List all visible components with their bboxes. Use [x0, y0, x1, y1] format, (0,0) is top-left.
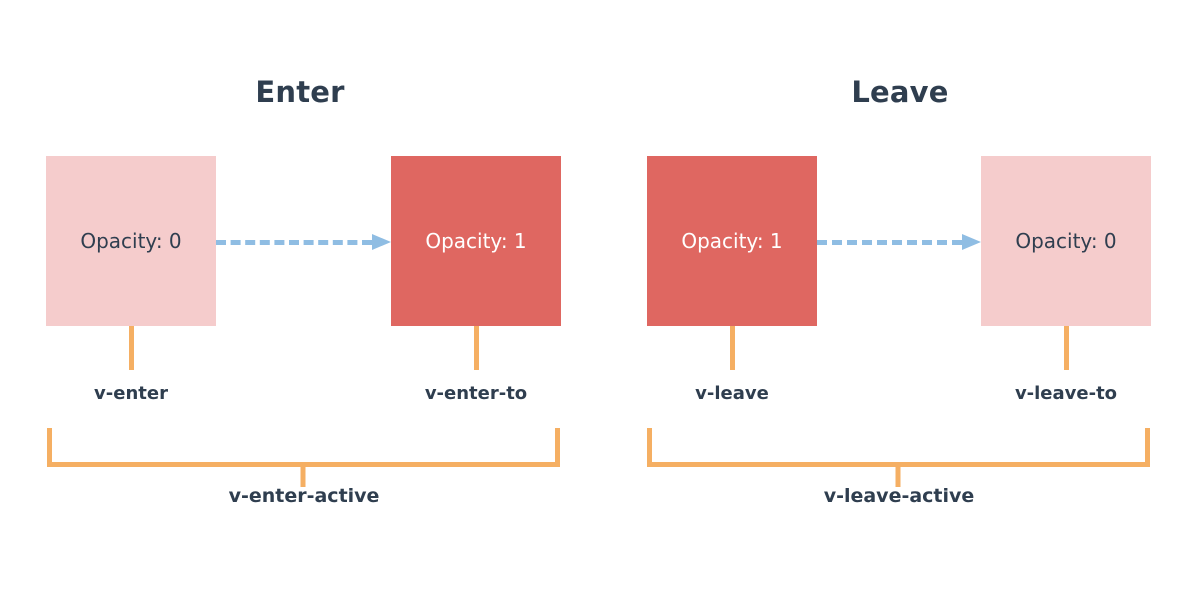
- state-box-enter-to-text: Opacity: 1: [425, 229, 527, 253]
- arrow-head-icon: [372, 234, 391, 250]
- bracket-v-enter-active: [47, 428, 560, 467]
- transition-arrow-leave: [817, 234, 981, 250]
- panel-leave: Leave Opacity: 1 Opacity: 0 v-leave v-le…: [600, 0, 1200, 600]
- transition-arrow-enter: [216, 234, 391, 250]
- bracket-right-tick: [1145, 428, 1150, 467]
- bracket-bar: [647, 462, 1150, 467]
- stem-v-leave: [730, 326, 735, 370]
- state-box-enter-to: Opacity: 1: [391, 156, 561, 326]
- bracket-left-tick: [647, 428, 652, 467]
- stem-v-leave-to: [1064, 326, 1069, 370]
- state-box-leave-from-text: Opacity: 1: [681, 229, 783, 253]
- state-box-leave-to-text: Opacity: 0: [1015, 229, 1117, 253]
- bracket-bar: [47, 462, 560, 467]
- class-label-v-enter-to: v-enter-to: [424, 383, 528, 404]
- stem-v-enter-active: [300, 467, 306, 487]
- panel-enter: Enter Opacity: 0 Opacity: 1 v-enter v-en…: [46, 75, 561, 507]
- panel-title-enter: Enter: [255, 75, 345, 109]
- state-box-leave-to: Opacity: 0: [981, 156, 1151, 326]
- arrow-dashed-line: [817, 240, 962, 245]
- bracket-v-leave-active: [647, 428, 1150, 467]
- class-label-v-leave-to: v-leave-to: [1014, 383, 1118, 404]
- state-box-enter-from: Opacity: 0: [46, 156, 216, 326]
- panel-title-leave: Leave: [851, 75, 949, 109]
- class-label-v-leave-active: v-leave-active: [823, 485, 975, 507]
- bracket-right-tick: [555, 428, 560, 467]
- arrow-dashed-line: [216, 240, 372, 245]
- arrow-head-icon: [962, 234, 981, 250]
- class-label-v-enter: v-enter: [94, 383, 168, 404]
- state-box-enter-from-text: Opacity: 0: [80, 229, 182, 253]
- stem-v-enter: [129, 326, 134, 370]
- stem-v-enter-to: [474, 326, 479, 370]
- bracket-left-tick: [47, 428, 52, 467]
- stem-v-leave-active: [895, 467, 901, 487]
- state-box-leave-from: Opacity: 1: [647, 156, 817, 326]
- class-label-v-enter-active: v-enter-active: [228, 485, 380, 507]
- class-label-v-leave: v-leave: [695, 383, 769, 404]
